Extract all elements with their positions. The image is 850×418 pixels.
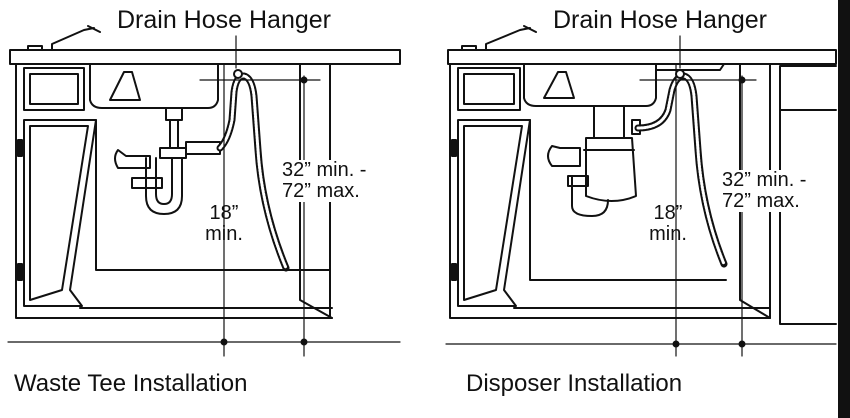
- waste-tee-diagram: [7, 25, 401, 357]
- sink-bowl: [89, 63, 219, 109]
- min-label-right: 18” min.: [644, 203, 692, 245]
- hose-hanger: [233, 69, 243, 79]
- faucet-right: [485, 27, 531, 51]
- min-unit-right: min.: [649, 223, 687, 245]
- countertop: [9, 49, 401, 65]
- cabinet-door: [23, 119, 97, 307]
- p-trap: [145, 157, 183, 215]
- range-label-right: 32” min. - 72” max.: [722, 169, 807, 212]
- hanger-label-right: Drain Hose Hanger: [553, 6, 767, 34]
- trap-arm: [114, 149, 151, 169]
- range-min-left: 32” min. -: [282, 159, 367, 181]
- min-value-right: 18”: [653, 202, 683, 224]
- sink-drain: [165, 107, 183, 121]
- min-value-left: 18”: [209, 202, 239, 224]
- drawer-front-right: [457, 67, 521, 111]
- range-max-right: 72” max.: [722, 190, 800, 212]
- waste-tee: [159, 147, 187, 159]
- cabinet-frame: [15, 63, 333, 319]
- range-max-left: 72” max.: [282, 180, 360, 202]
- garbage-disposer: [585, 137, 637, 202]
- sink-bowl-right: [523, 63, 657, 107]
- caption-left: Waste Tee Installation: [14, 370, 248, 397]
- trap-arm-right: [547, 145, 581, 167]
- hanger-label-left: Drain Hose Hanger: [117, 6, 331, 34]
- p-trap-right: [571, 175, 609, 217]
- range-label-left: 32” min. - 72” max.: [282, 159, 367, 202]
- disposer-mount: [593, 105, 625, 139]
- drawer-front: [23, 67, 85, 111]
- faucet: [51, 27, 95, 51]
- right-edge-bar: [838, 0, 850, 418]
- countertop-right: [447, 49, 837, 65]
- range-min-right: 32” min. -: [722, 169, 807, 191]
- disposer-diagram: [445, 25, 837, 357]
- caption-right: Disposer Installation: [466, 370, 683, 397]
- min-label-left: 18” min.: [202, 203, 246, 245]
- cabinet-frame-right: [449, 63, 771, 319]
- min-unit-left: min.: [205, 223, 243, 245]
- hose-hanger-right: [675, 69, 685, 79]
- cabinet-door-right: [457, 119, 531, 307]
